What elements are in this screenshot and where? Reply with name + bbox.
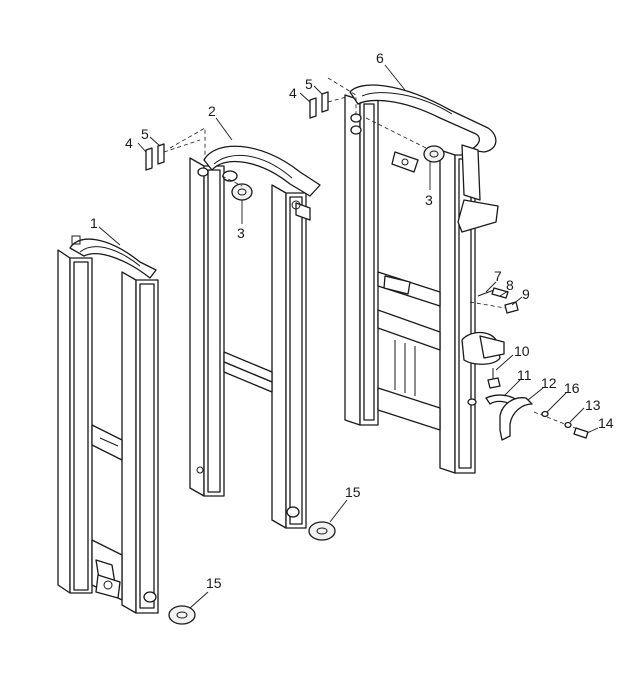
pin-parts-4-5-left xyxy=(145,139,201,171)
callout-8: 8 xyxy=(506,277,514,293)
callout-12: 12 xyxy=(541,375,557,391)
fastener-parts-13-14-16 xyxy=(533,410,589,439)
inner-mast-part-1 xyxy=(57,235,159,614)
outer-mast-part-6 xyxy=(327,77,505,474)
callout-3-left: 3 xyxy=(237,225,245,241)
callout-9: 9 xyxy=(522,286,530,302)
callout-11: 11 xyxy=(517,367,532,383)
leader-lines xyxy=(98,64,599,609)
callout-7: 7 xyxy=(494,268,502,284)
callout-13: 13 xyxy=(585,397,601,413)
callout-2: 2 xyxy=(208,103,216,119)
callout-1: 1 xyxy=(90,215,98,231)
pin-parts-4-5-right xyxy=(309,91,351,119)
callout-5-left: 5 xyxy=(141,126,149,142)
callout-16: 16 xyxy=(564,380,580,396)
callout-5-right: 5 xyxy=(305,76,313,92)
callout-10: 10 xyxy=(514,343,530,359)
clamp-parts-11-12 xyxy=(485,394,533,441)
washer-part-15-bottom-right xyxy=(308,521,336,541)
callout-4-left: 4 xyxy=(125,135,133,151)
callout-14: 14 xyxy=(598,415,614,431)
callout-15-bottom-right: 15 xyxy=(345,484,361,500)
washer-part-3-right xyxy=(423,145,445,163)
callout-3-right: 3 xyxy=(425,192,433,208)
middle-mast-part-2 xyxy=(169,127,321,529)
callout-15-bottom-left: 15 xyxy=(206,575,222,591)
callout-6: 6 xyxy=(376,50,384,66)
callout-4-right: 4 xyxy=(289,85,297,101)
bolt-part-10 xyxy=(487,368,501,389)
pin-parts-7-8-9 xyxy=(469,287,519,314)
washer-part-15-bottom-left xyxy=(168,605,196,625)
